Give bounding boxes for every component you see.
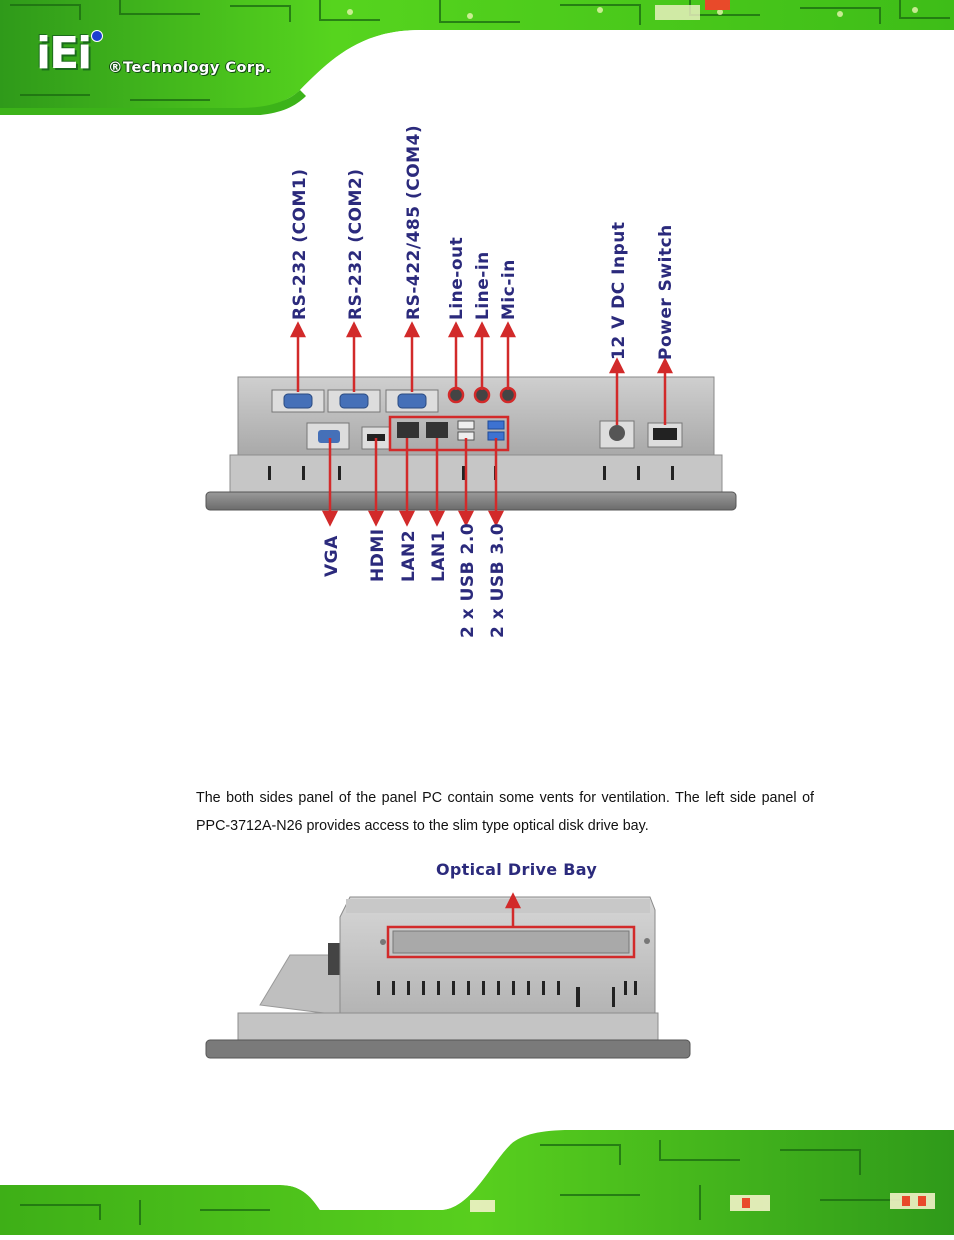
label-mic-in: Mic-in bbox=[499, 259, 519, 320]
label-line-out: Line-out bbox=[447, 236, 467, 320]
logo-mark: iEi bbox=[36, 28, 92, 79]
rear-panel-diagram bbox=[205, 321, 737, 527]
label-usb20: 2 x USB 2.0 bbox=[458, 522, 478, 638]
label-12v-dc-input: 12 V DC Input bbox=[609, 221, 629, 360]
circuit-board-footer bbox=[0, 1130, 954, 1235]
label-lan1: LAN1 bbox=[429, 529, 449, 582]
side-panel-diagram bbox=[205, 892, 691, 1059]
label-rs422-com4: RS-422/485 (COM4) bbox=[404, 124, 424, 320]
logo-dot-icon bbox=[91, 30, 103, 42]
rear-panel-figure: RS-232 (COM1) RS-232 (COM2) RS-422/485 (… bbox=[200, 120, 760, 650]
company-name: ®Technology Corp. bbox=[108, 60, 272, 76]
body-paragraph: The both sides panel of the panel PC con… bbox=[196, 790, 814, 834]
label-optical-drive-bay: Optical Drive Bay bbox=[436, 860, 598, 879]
header-banner: iEi ®Technology Corp. bbox=[0, 0, 954, 116]
label-power-switch: Power Switch bbox=[656, 224, 676, 360]
label-vga: VGA bbox=[322, 535, 342, 577]
footer-banner bbox=[0, 1125, 954, 1235]
label-lan2: LAN2 bbox=[399, 529, 419, 582]
label-usb30: 2 x USB 3.0 bbox=[488, 522, 508, 638]
company-logo: iEi ®Technology Corp. bbox=[36, 30, 296, 90]
label-hdmi: HDMI bbox=[368, 528, 388, 582]
circuit-board-banner bbox=[0, 0, 954, 116]
label-rs232-com1: RS-232 (COM1) bbox=[290, 168, 310, 320]
side-panel-figure bbox=[200, 855, 700, 1070]
label-line-in: Line-in bbox=[473, 251, 493, 320]
label-rs232-com2: RS-232 (COM2) bbox=[346, 168, 366, 320]
